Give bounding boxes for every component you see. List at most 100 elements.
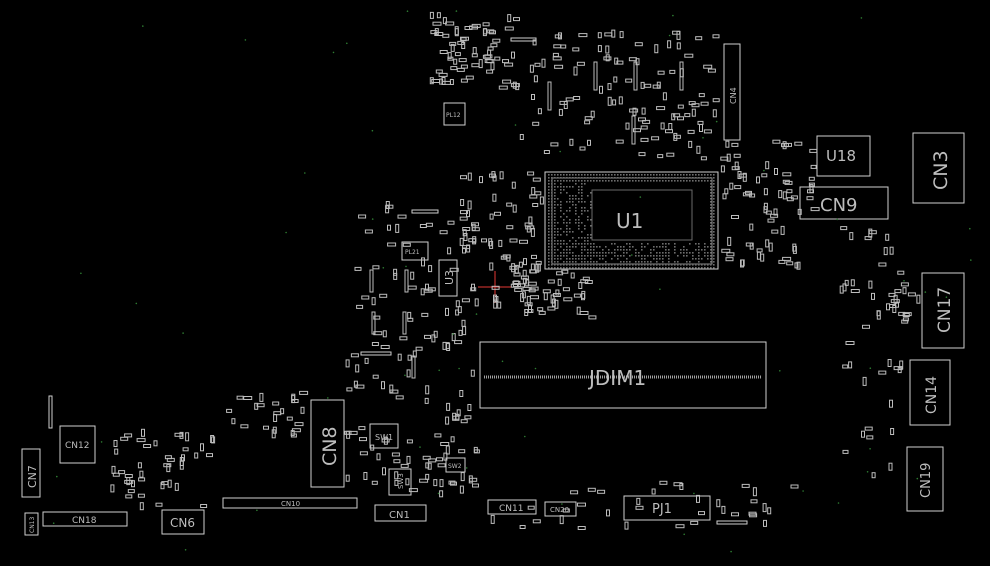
bga-ball bbox=[578, 228, 580, 230]
bga-ball bbox=[566, 264, 568, 266]
bga-ball bbox=[578, 225, 580, 227]
bga-ball bbox=[554, 255, 556, 257]
cn8-outline[interactable] bbox=[310, 399, 345, 488]
cn17-outline[interactable] bbox=[921, 272, 965, 349]
smd-part bbox=[654, 44, 659, 54]
smd-part bbox=[434, 28, 439, 36]
jdim1-outline[interactable] bbox=[479, 341, 767, 409]
smd-part bbox=[561, 269, 569, 274]
bga-ball bbox=[671, 174, 673, 176]
cn12-outline[interactable] bbox=[59, 425, 96, 464]
bga-ball bbox=[557, 204, 559, 206]
bga-ball bbox=[671, 264, 673, 266]
smd-part bbox=[166, 464, 171, 473]
bga-ball bbox=[581, 201, 583, 203]
bga-ball bbox=[572, 255, 574, 257]
cn1-outline[interactable] bbox=[374, 504, 427, 522]
cn13-outline[interactable] bbox=[24, 512, 39, 536]
smd-part bbox=[638, 117, 646, 122]
via bbox=[285, 231, 287, 234]
bga-ball bbox=[575, 210, 577, 212]
cn14-outline[interactable] bbox=[909, 359, 951, 426]
bga-ball bbox=[695, 264, 697, 266]
smd-part bbox=[460, 37, 467, 42]
via bbox=[715, 120, 718, 123]
smd-part bbox=[762, 503, 767, 513]
bga-ball bbox=[647, 267, 649, 269]
bga-ball bbox=[551, 189, 553, 191]
bga-ball bbox=[584, 201, 586, 203]
smd-part bbox=[439, 50, 448, 54]
bga-ball bbox=[569, 228, 571, 230]
bga-ball bbox=[662, 246, 664, 248]
bga-ball bbox=[554, 189, 556, 191]
cn4-outline[interactable] bbox=[723, 43, 741, 141]
smd-part bbox=[562, 287, 570, 292]
bga-ball bbox=[713, 174, 715, 176]
bga-ball bbox=[548, 216, 550, 218]
cn10-outline[interactable] bbox=[222, 497, 358, 509]
bga-ball bbox=[557, 267, 559, 269]
smd-part bbox=[519, 239, 528, 244]
u1-outline[interactable] bbox=[544, 171, 719, 270]
bga-ball bbox=[674, 243, 676, 245]
sw3-outline[interactable] bbox=[388, 468, 412, 496]
bga-ball bbox=[596, 264, 598, 266]
cn19-outline[interactable] bbox=[906, 446, 944, 512]
bga-ball bbox=[566, 243, 568, 245]
bga-ball bbox=[623, 264, 625, 266]
u18-outline[interactable] bbox=[816, 135, 871, 177]
bga-ball bbox=[620, 174, 622, 176]
bga-ball bbox=[569, 231, 571, 233]
smd-part bbox=[371, 311, 376, 335]
bga-ball bbox=[590, 249, 592, 251]
bga-ball bbox=[710, 231, 712, 233]
pl12-outline[interactable] bbox=[443, 102, 466, 126]
cn18-outline[interactable] bbox=[42, 511, 128, 527]
cn7-outline[interactable] bbox=[21, 448, 41, 498]
smd-part bbox=[454, 52, 461, 57]
cn6-outline[interactable] bbox=[161, 509, 205, 535]
u3-outline[interactable] bbox=[438, 259, 458, 297]
bga-ball bbox=[710, 183, 712, 185]
bga-ball bbox=[551, 210, 553, 212]
cn9-outline[interactable] bbox=[799, 186, 889, 220]
smd-part bbox=[529, 64, 534, 73]
smd-part bbox=[539, 196, 544, 205]
smd-part bbox=[741, 483, 750, 488]
smd-part bbox=[772, 139, 781, 144]
bga-ball bbox=[641, 174, 643, 176]
cn12-label: CN12 bbox=[65, 441, 89, 451]
smd-part bbox=[139, 470, 144, 478]
bga-ball bbox=[560, 255, 562, 257]
cn11-outline[interactable] bbox=[487, 499, 537, 515]
bga-ball bbox=[554, 264, 556, 266]
bga-ball bbox=[656, 174, 658, 176]
smd-part bbox=[579, 146, 586, 151]
bga-ball bbox=[569, 195, 571, 197]
bga-ball bbox=[584, 180, 586, 182]
smd-part bbox=[464, 415, 472, 420]
smd-part bbox=[467, 172, 472, 181]
smd-part bbox=[468, 475, 473, 484]
smd-part bbox=[778, 190, 783, 199]
bga-ball bbox=[656, 264, 658, 266]
pj1-outline[interactable] bbox=[623, 495, 711, 521]
smd-part bbox=[411, 355, 416, 379]
bga-ball bbox=[578, 180, 580, 182]
via bbox=[135, 302, 138, 305]
bga-ball bbox=[641, 264, 643, 266]
sw2-outline[interactable] bbox=[445, 457, 466, 473]
smd-part bbox=[721, 248, 731, 253]
bga-ball bbox=[692, 177, 694, 179]
via bbox=[524, 435, 526, 438]
sw1-outline[interactable] bbox=[369, 423, 399, 449]
bga-ball bbox=[557, 240, 559, 242]
smd-part bbox=[534, 191, 542, 196]
cn3-outline[interactable] bbox=[912, 132, 965, 204]
pl21-outline[interactable] bbox=[401, 241, 429, 261]
bga-ball bbox=[596, 267, 598, 269]
smd-part bbox=[790, 484, 799, 489]
bga-ball bbox=[590, 204, 592, 206]
